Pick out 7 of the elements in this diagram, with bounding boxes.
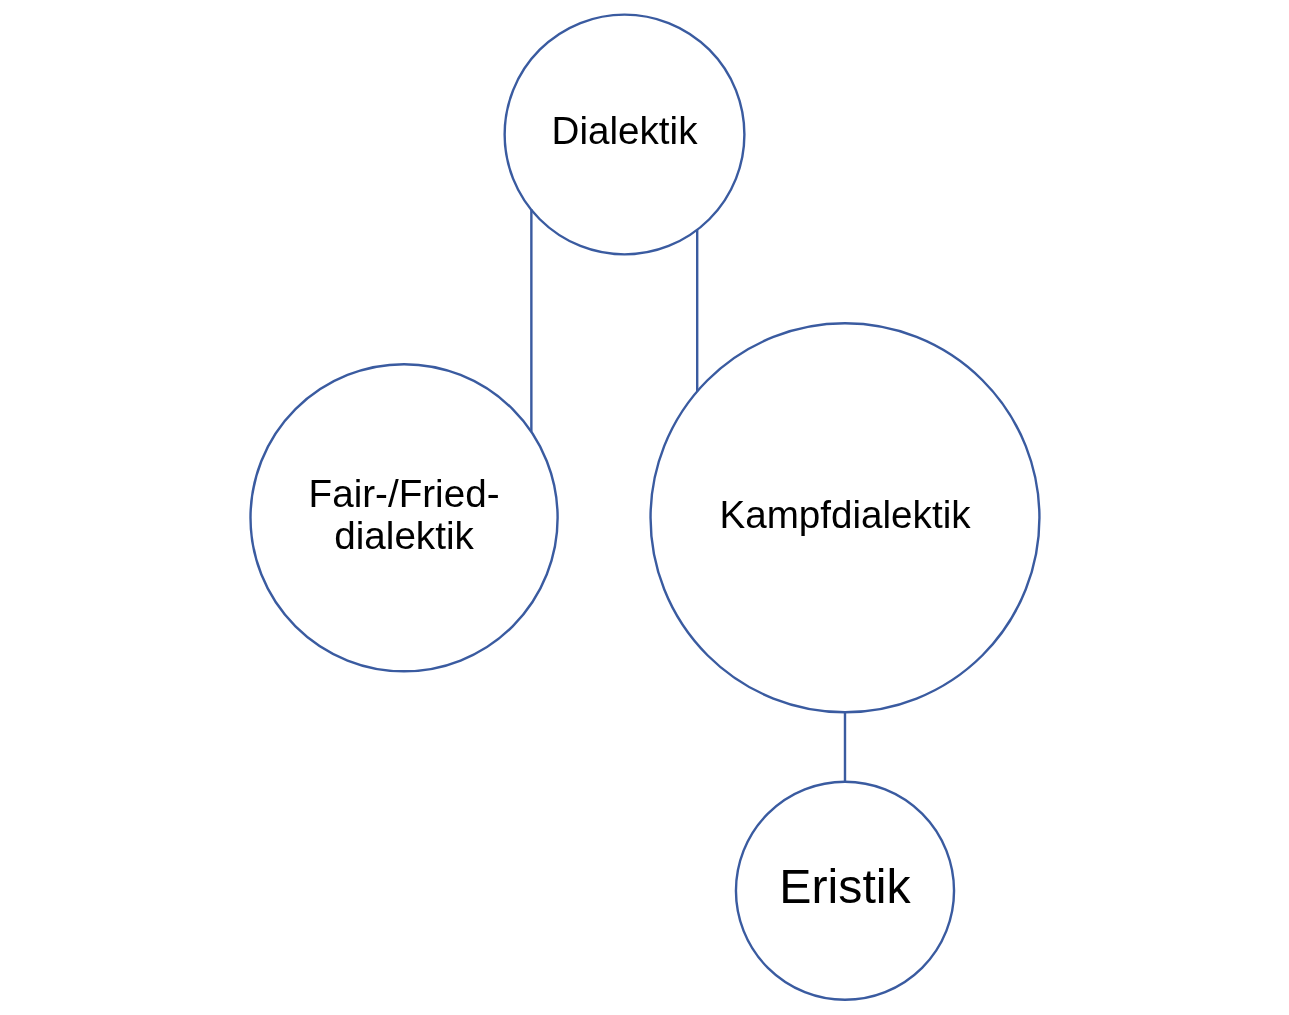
connector [529, 209, 533, 432]
node-circle: Dialektik [502, 13, 746, 256]
node-circle: Fair-/Fried- dialektik [248, 363, 559, 673]
node-circle: Eristik [734, 780, 955, 1001]
connector [695, 229, 698, 392]
connector [843, 712, 846, 782]
node-circle: Kampfdialektik [648, 322, 1041, 714]
